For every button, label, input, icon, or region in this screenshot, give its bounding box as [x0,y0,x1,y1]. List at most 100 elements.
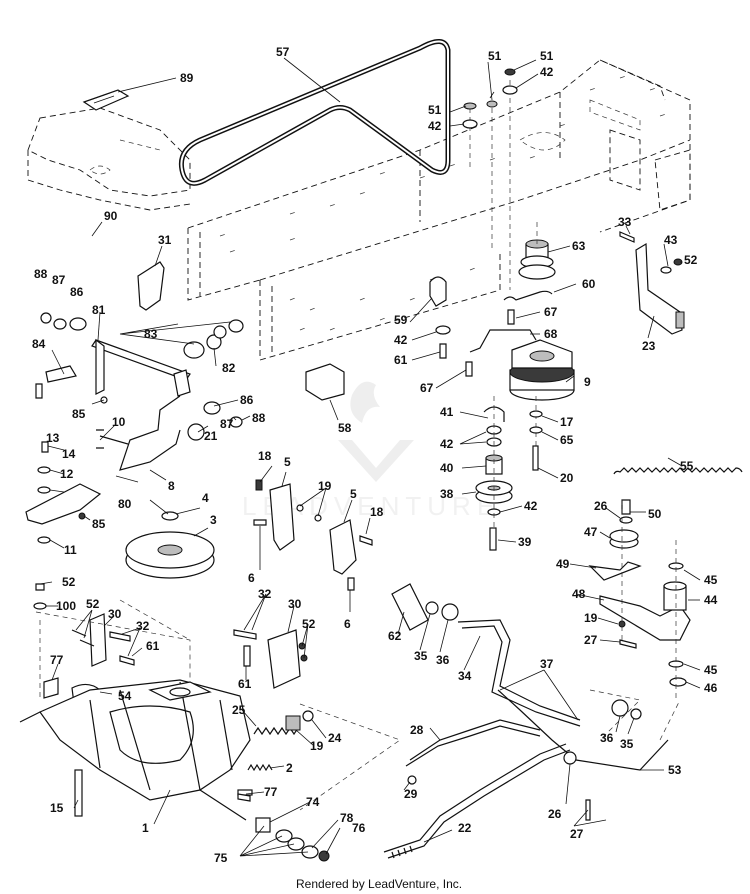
callout-38: 38 [440,487,454,501]
callout-35-b: 35 [620,737,634,751]
callout-75: 75 [214,851,228,865]
callout-leaders [39,57,701,857]
callout-42-a: 42 [540,65,554,79]
callout-44: 44 [704,593,718,607]
callout-3: 3 [210,513,217,527]
callout-27-a: 27 [584,633,598,647]
callout-42-b: 42 [428,119,442,133]
washer-24 [302,710,314,722]
callout-85-a: 85 [72,407,86,421]
callout-57: 57 [276,45,290,59]
callout-1: 1 [142,821,149,835]
callout-63: 63 [572,239,586,253]
callout-43: 43 [664,233,678,247]
callout-18-b: 18 [370,505,384,519]
clutch-hardware-17-65-20 [529,396,543,471]
bracket-58 [305,363,345,401]
idler-stack-lower [475,396,513,551]
callout-26-a: 26 [594,499,608,513]
callout-19-a: 19 [318,479,332,493]
pivot-bracket-23 [619,231,685,335]
callout-8: 8 [168,479,175,493]
callout-45-b: 45 [704,663,718,677]
callout-6-b: 6 [344,617,351,631]
callout-11: 11 [64,543,77,557]
callout-47: 47 [584,525,598,539]
callout-74: 74 [306,795,320,809]
callout-59: 59 [394,313,408,327]
washer-42-mid [435,325,451,335]
callout-17: 17 [560,415,574,429]
pulley-spindle-63 [518,222,556,280]
callout-35-a: 35 [414,649,428,663]
callout-23: 23 [642,339,656,353]
callout-67-b: 67 [544,305,558,319]
callout-45-a: 45 [704,573,718,587]
axle-hardware-75 [237,793,330,862]
callout-42-c: 42 [394,333,408,347]
callout-53: 53 [668,763,682,777]
callout-36-a: 36 [436,653,450,667]
callout-19-c: 19 [310,739,324,753]
spring-2 [247,763,273,772]
callout-37: 37 [540,657,554,671]
callout-12: 12 [60,467,74,481]
callout-77-b: 77 [264,785,278,799]
callout-21: 21 [204,429,218,443]
callout-15: 15 [50,801,64,815]
callout-49: 49 [556,557,570,571]
callout-81: 81 [92,303,106,317]
clutch-spring-60 [503,290,553,301]
footer-credit: Rendered by LeadVenture, Inc. [296,877,462,891]
callout-18-a: 18 [258,449,272,463]
callout-87-a: 87 [52,273,66,287]
callout-61-c: 61 [238,677,252,691]
callout-31: 31 [158,233,172,247]
hydro-transaxle-1 [19,599,253,821]
callout-32-a: 32 [136,619,150,633]
callout-42-e: 42 [524,499,538,513]
callout-82: 82 [222,361,236,375]
transaxle-bracket-hardware [33,583,135,705]
callout-41: 41 [440,405,454,419]
callout-30-b: 30 [288,597,302,611]
callout-labels: 57 89 90 31 51 42 51 51 42 63 33 43 52 6… [32,45,718,865]
callout-51-c: 51 [428,103,442,117]
callout-89: 89 [180,71,194,85]
callout-62: 62 [388,629,402,643]
callout-85-b: 85 [92,517,106,531]
callout-27-b: 27 [570,827,584,841]
callout-52-a: 52 [684,253,698,267]
callout-52-c: 52 [86,597,100,611]
callout-58: 58 [338,421,352,435]
callout-80: 80 [118,497,132,511]
callout-20: 20 [560,471,574,485]
callout-39: 39 [518,535,532,549]
idler-arm-assembly [588,499,691,700]
bushing-19 [285,715,301,731]
callout-84: 84 [32,337,46,351]
callout-13: 13 [46,431,60,445]
anti-rotation-rod-68 [469,329,537,353]
callout-30-a: 30 [108,607,122,621]
lever-plate-80 [25,441,102,544]
callout-51-b: 51 [540,49,554,63]
bolt-67-left [465,361,473,377]
callout-78: 78 [340,811,354,825]
callout-55: 55 [680,459,694,473]
callout-25: 25 [232,703,246,717]
callout-61-a: 61 [394,353,408,367]
shift-linkage [35,312,244,471]
callout-68: 68 [544,327,558,341]
callout-88-a: 88 [34,267,48,281]
callout-86-a: 86 [70,285,84,299]
callout-65: 65 [560,433,574,447]
callout-5-a: 5 [284,455,291,469]
callout-6-a: 6 [248,571,255,585]
callout-4: 4 [202,491,209,505]
callout-88-b: 88 [252,411,266,425]
bolt-67-right [507,309,515,325]
callout-10: 10 [112,415,126,429]
callout-42-d: 42 [440,437,454,451]
pulley-brackets-5 [253,479,373,591]
